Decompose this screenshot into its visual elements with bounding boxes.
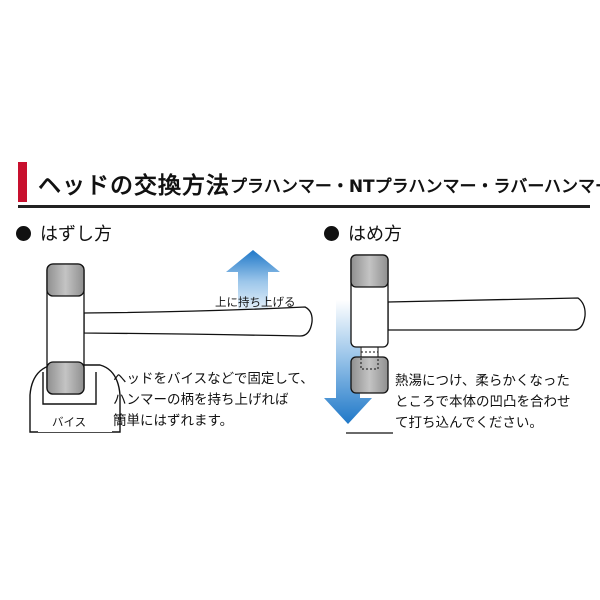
fitting-caption-line: て打ち込んでください。 [395, 415, 543, 431]
removal-caption: ヘッドをバイスなどで固定して、 ハンマーの柄を持ち上げれば 簡単にはずれます。 [113, 369, 314, 432]
removal-caption-line: 簡単にはずれます。 [113, 413, 234, 429]
title-divider [18, 205, 590, 208]
removal-heading-text: はずし方 [40, 224, 112, 245]
fitting-heading-text: はめ方 [348, 224, 402, 245]
hammer-left [46, 263, 313, 395]
bullet-icon [16, 225, 31, 241]
fitting-caption-line: ところで本体の凹凸を合わせ [395, 394, 571, 410]
removal-caption-line: ヘッドをバイスなどで固定して、 [113, 371, 314, 387]
vise-label: バイス [52, 415, 87, 429]
bullet-icon [324, 225, 339, 241]
page-subtitle: プラハンマー・NTプラハンマー・ラバーハンマー [230, 177, 600, 197]
fitting-caption: 熱湯につけ、柔らかくなった ところで本体の凹凸を合わせ て打ち込んでください。 [395, 371, 571, 434]
page-title: ヘッドの交換方法 [38, 173, 230, 199]
hammer-right [350, 254, 586, 394]
fitting-heading: はめ方 [324, 220, 402, 246]
removal-heading: はずし方 [16, 220, 112, 246]
removal-caption-line: ハンマーの柄を持ち上げれば [113, 392, 289, 408]
lift-label: 上に持ち上げる [215, 295, 296, 309]
up-arrow-icon [226, 250, 280, 320]
title-accent-bar [18, 162, 27, 202]
fitting-caption-line: 熱湯につけ、柔らかくなった [395, 373, 570, 389]
